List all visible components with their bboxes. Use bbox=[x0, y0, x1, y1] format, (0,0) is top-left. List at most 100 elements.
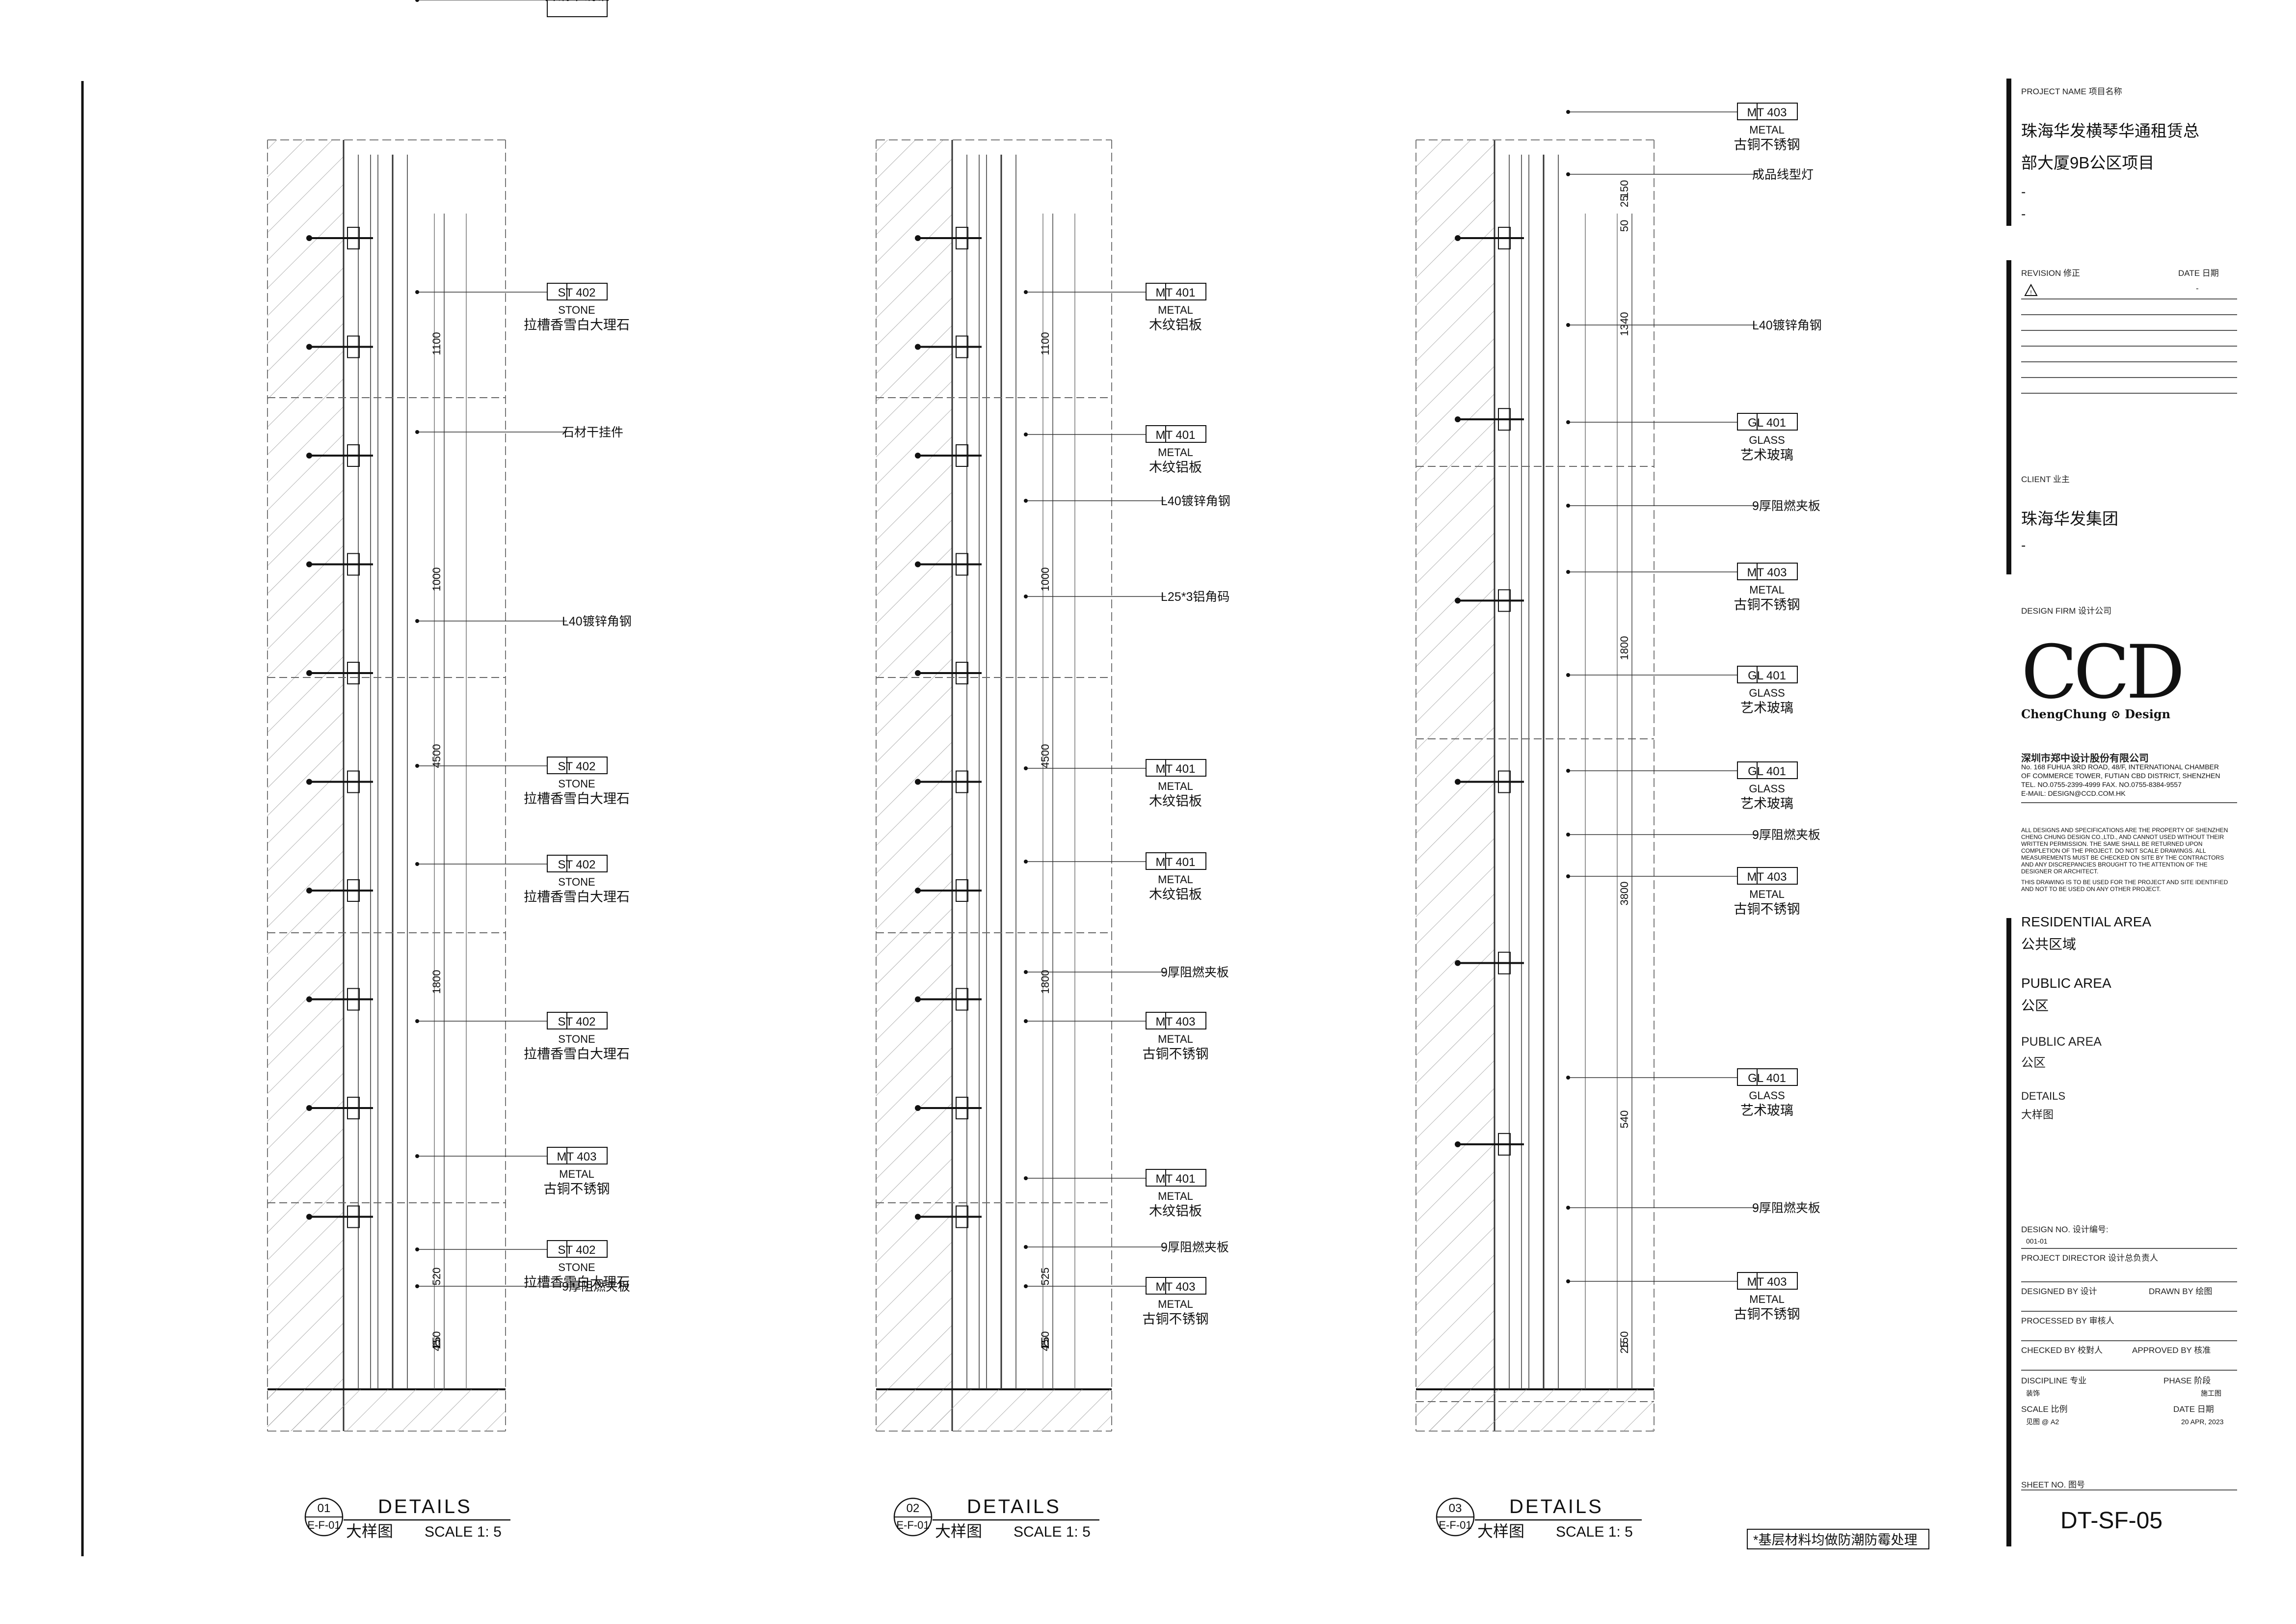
dimension-value: 3800 bbox=[1618, 882, 1630, 906]
material-name: 拉槽香雪白大理石 bbox=[524, 791, 630, 806]
material-tag-box bbox=[547, 1147, 608, 1164]
material-type: METAL bbox=[1158, 780, 1193, 792]
bracket bbox=[347, 662, 360, 684]
bracket bbox=[347, 227, 360, 249]
detail-number: 01 bbox=[318, 1502, 331, 1515]
dimension-value: 520 bbox=[430, 1268, 443, 1286]
callout-note-text: L40镀锌角钢 bbox=[1752, 319, 1822, 332]
anchor-head bbox=[306, 344, 312, 350]
bracket bbox=[956, 227, 968, 249]
bracket bbox=[956, 553, 968, 576]
anchor-head bbox=[915, 888, 921, 893]
detail-reference: E-F-01 bbox=[307, 1519, 340, 1531]
anchor-head bbox=[306, 888, 312, 893]
detail-scale: SCALE 1: 5 bbox=[1556, 1524, 1633, 1540]
leader-dot bbox=[1024, 860, 1028, 864]
material-name: 古铜不锈钢 bbox=[1734, 137, 1800, 152]
anchor-head bbox=[306, 996, 312, 1002]
leader-dot bbox=[1566, 323, 1570, 327]
detail-number: 03 bbox=[1449, 1502, 1462, 1515]
anchor-head bbox=[306, 779, 312, 785]
material-type: METAL bbox=[1158, 873, 1193, 886]
bracket bbox=[1498, 1133, 1511, 1156]
checked-by-label: CHECKED BY 校對人 bbox=[2021, 1346, 2103, 1355]
concrete-wall bbox=[1416, 140, 1495, 1431]
bracket bbox=[956, 1205, 968, 1228]
leader-dot bbox=[415, 290, 419, 294]
client-dash: - bbox=[2021, 538, 2026, 553]
drawing-info-bar bbox=[2006, 918, 2011, 1512]
material-type: METAL bbox=[1158, 1298, 1193, 1310]
concrete-wall bbox=[267, 140, 344, 1431]
material-tag-box bbox=[1737, 666, 1798, 683]
material-tag-box bbox=[1146, 1169, 1206, 1187]
area-1-en: RESIDENTIAL AREA bbox=[2021, 914, 2152, 929]
bracket bbox=[1498, 227, 1511, 249]
material-type: STONE bbox=[558, 304, 595, 316]
material-name: 木纹铝板 bbox=[1149, 318, 1202, 332]
leader-dot bbox=[415, 764, 419, 768]
material-type: METAL bbox=[1749, 888, 1785, 900]
callout-note-text: 9厚阻燃夹板 bbox=[1752, 1201, 1820, 1215]
leader-dot bbox=[1024, 970, 1028, 974]
company-name: 深圳市郑中设计股份有限公司 bbox=[2021, 753, 2149, 764]
anchor-head bbox=[306, 561, 312, 568]
material-type: METAL bbox=[1158, 1190, 1193, 1202]
svg-text:!: ! bbox=[2030, 289, 2031, 296]
project-name-line-1: 珠海华发横琴华通租赁总 bbox=[2021, 122, 2199, 140]
general-note-text: *基层材料均做防潮防霉处理 bbox=[1753, 1533, 1918, 1547]
material-code: ST 402 bbox=[558, 1244, 596, 1257]
scale-label: SCALE 比例 bbox=[2021, 1405, 2068, 1414]
bracket bbox=[1498, 951, 1511, 974]
material-name: 古铜不锈钢 bbox=[544, 0, 610, 3]
leader-dot bbox=[1566, 874, 1570, 878]
bracket bbox=[347, 444, 360, 467]
revision-date: - bbox=[2196, 284, 2199, 293]
leader-dot bbox=[1566, 1076, 1570, 1080]
material-type: METAL bbox=[559, 1168, 594, 1180]
material-tag-box bbox=[1737, 103, 1798, 120]
material-tag-box bbox=[547, 1240, 608, 1258]
material-name: 拉槽香雪白大理石 bbox=[524, 1047, 630, 1061]
anchor-head bbox=[1455, 416, 1461, 423]
callout-note: L25*3铝角码 bbox=[1161, 590, 1229, 604]
detail-subtitle: 大样图 bbox=[935, 1522, 982, 1540]
material-name: 古铜不锈钢 bbox=[1143, 1312, 1209, 1326]
dimension-value: 4500 bbox=[1039, 744, 1051, 768]
phase-label: PHASE 阶段 bbox=[2163, 1376, 2211, 1385]
material-code: MT 403 bbox=[1747, 870, 1787, 884]
dimension-value: 150 bbox=[1039, 1331, 1051, 1350]
material-type: METAL bbox=[1158, 304, 1193, 316]
callout-note-text: 9厚阻燃夹板 bbox=[562, 1280, 630, 1294]
floor-slab bbox=[1416, 1389, 1654, 1431]
detail-scale: SCALE 1: 5 bbox=[1014, 1524, 1091, 1540]
anchor-head bbox=[1455, 1141, 1461, 1147]
material-tag-box bbox=[547, 283, 608, 300]
material-name: 木纹铝板 bbox=[1149, 794, 1202, 809]
material-name: 拉槽香雪白大理石 bbox=[524, 890, 630, 904]
leader-dot bbox=[1024, 766, 1028, 770]
leader-dot bbox=[1024, 433, 1028, 436]
company-phone: TEL. NO.0755-2399-4999 FAX. NO.0755-8384… bbox=[2021, 781, 2182, 788]
dimension-value: 150 bbox=[1618, 180, 1630, 198]
material-type: GLASS bbox=[1749, 434, 1785, 446]
leader-dot bbox=[1566, 1279, 1570, 1283]
callout-note: 成品线型灯 bbox=[1752, 168, 1814, 182]
title-block: PROJECT NAME 项目名称 珠海华发横琴华通租赁总 部大厦9B公区项目 … bbox=[2006, 74, 2237, 1556]
material-code: MT 403 bbox=[1156, 1280, 1196, 1294]
material-code: MT 401 bbox=[1156, 429, 1196, 442]
material-code: MT 403 bbox=[1747, 106, 1787, 119]
bracket bbox=[347, 335, 360, 358]
material-name: 古铜不锈钢 bbox=[1734, 1307, 1800, 1322]
anchor-head bbox=[306, 453, 312, 459]
material-tag-box bbox=[547, 0, 608, 17]
scale-value: 见图 @ A2 bbox=[2026, 1418, 2059, 1426]
